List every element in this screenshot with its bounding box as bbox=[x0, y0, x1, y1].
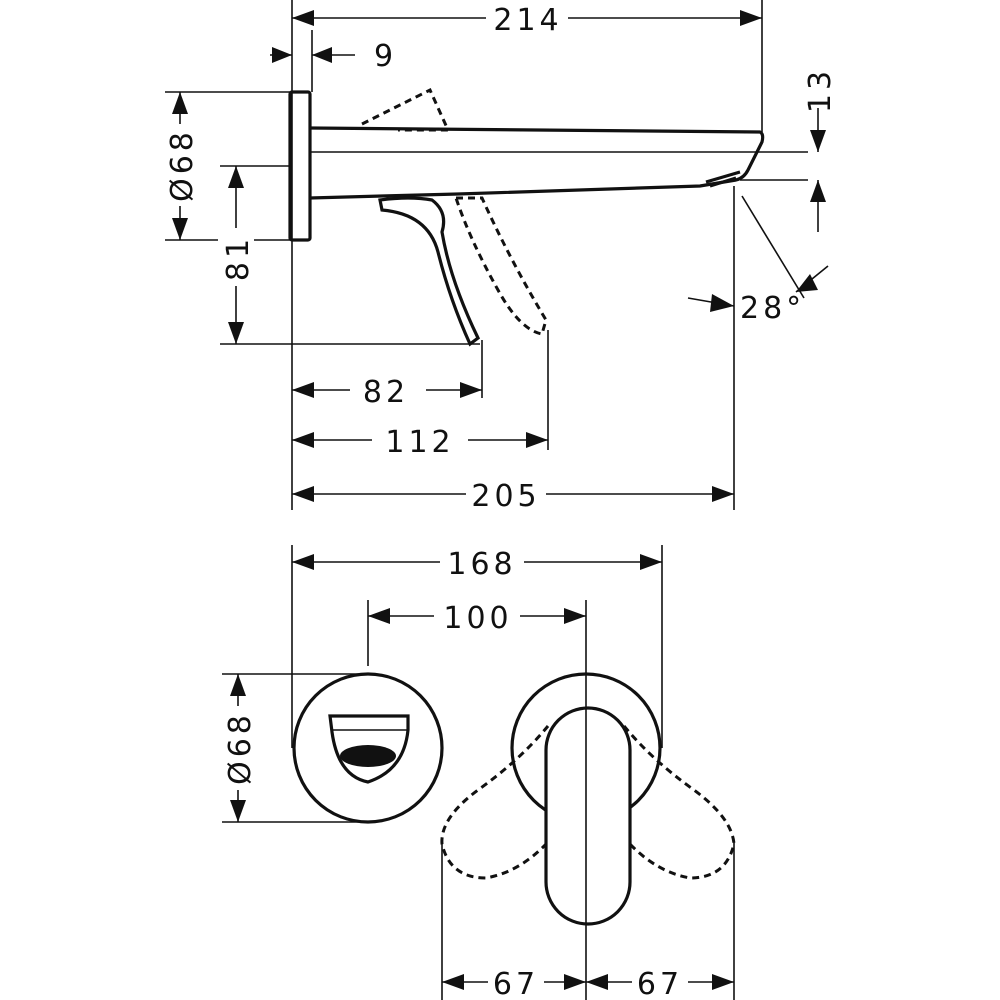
arrow-214-right bbox=[740, 10, 762, 26]
dim-label-dia68-side: Ø68 bbox=[165, 128, 200, 202]
arrow-82-left bbox=[292, 382, 314, 398]
arrow-112-right bbox=[526, 432, 548, 448]
arrow-angle-right bbox=[796, 274, 818, 292]
arrow-168-right bbox=[640, 554, 662, 570]
arrow-9-right bbox=[312, 47, 332, 63]
spout-outlet bbox=[705, 170, 741, 188]
spout-body bbox=[309, 126, 765, 200]
dim-label-112: 112 bbox=[385, 425, 454, 460]
arrow-angle-left bbox=[710, 294, 734, 312]
dim-label-81: 81 bbox=[221, 235, 256, 281]
arrow-dia68-side-top bbox=[172, 92, 188, 114]
arrow-9-left bbox=[272, 47, 292, 63]
lever-swing-right bbox=[622, 725, 736, 880]
arrow-67-right-b bbox=[712, 974, 734, 990]
dim-label-dia68-front: Ø68 bbox=[223, 711, 258, 785]
arrow-214-left bbox=[292, 10, 314, 26]
spray-angle-line bbox=[741, 195, 805, 299]
lever-handle-front bbox=[544, 706, 632, 926]
dim-label-214: 214 bbox=[493, 3, 562, 38]
lever-open-top bbox=[361, 87, 451, 132]
dim-label-13: 13 bbox=[803, 67, 838, 113]
arrow-13-bottom bbox=[810, 180, 826, 202]
lever-open-bottom bbox=[453, 196, 548, 336]
arrow-67-left-b bbox=[564, 974, 586, 990]
dim-label-100: 100 bbox=[443, 601, 512, 636]
dim-label-9: 9 bbox=[374, 39, 397, 74]
arrow-dia68-side-bottom bbox=[172, 218, 188, 240]
lever-closed bbox=[378, 196, 481, 347]
arrow-205-right bbox=[712, 486, 734, 502]
arrow-100-left bbox=[368, 608, 390, 624]
arrow-168-left bbox=[292, 554, 314, 570]
arrow-205-left bbox=[292, 486, 314, 502]
dim-label-82: 82 bbox=[363, 375, 409, 410]
arrow-dia68-front-bottom bbox=[230, 800, 246, 822]
arrow-112-left bbox=[292, 432, 314, 448]
lever-swing-left bbox=[440, 725, 550, 880]
arrow-82-right bbox=[460, 382, 482, 398]
dim-label-67-left: 67 bbox=[493, 967, 539, 1000]
dim-label-67-right: 67 bbox=[637, 967, 683, 1000]
arrow-81-bottom bbox=[228, 322, 244, 344]
side-view: 214 9 13 Ø68 81 28° bbox=[162, 0, 838, 514]
arrow-67-left-a bbox=[442, 974, 464, 990]
spout-aerator bbox=[340, 745, 396, 767]
dim-label-168: 168 bbox=[447, 547, 516, 582]
wall-plate bbox=[288, 90, 312, 242]
arrow-100-right bbox=[564, 608, 586, 624]
arrow-13-top bbox=[810, 130, 826, 152]
dim-label-angle: 28° bbox=[740, 291, 805, 326]
dim-label-205: 205 bbox=[471, 479, 540, 514]
arrow-67-right-a bbox=[586, 974, 608, 990]
arrow-81-top bbox=[228, 166, 244, 188]
arrow-dia68-front-top bbox=[230, 674, 246, 696]
spout-outlet-front bbox=[328, 714, 410, 784]
front-view: 168 100 Ø68 67 67 bbox=[220, 544, 736, 1000]
